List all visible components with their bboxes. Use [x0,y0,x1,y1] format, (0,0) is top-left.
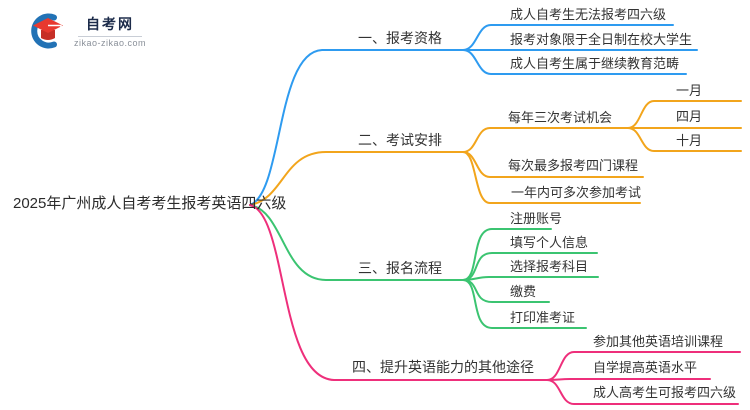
branch-3-child-3: 选择报考科目 [510,259,589,274]
branch-3-label: 三、报名流程 [358,260,442,276]
branch-1-label: 一、报考资格 [358,30,442,46]
branch-2-child-2: 每次最多报考四门课程 [508,158,639,173]
branch-4-child-2-underline [546,378,711,381]
site-name: 自考网 [86,16,135,32]
logo-divider [78,36,143,37]
branch-4-connector [249,204,548,381]
branch-2-child-3-underline [462,151,641,204]
branch-2-label: 二、考试安排 [358,132,442,148]
graduation-cap-icon [31,13,63,49]
branch-1-child-2: 报考对象限于全日制在校大学生 [510,32,693,47]
branch-4-child-1: 参加其他英语培训课程 [593,334,724,349]
branch-4-label: 四、提升英语能力的其他途径 [352,359,534,375]
site-logo-text: 自考网 zikao-zikao.com [74,14,146,48]
branch-3-child-2: 填写个人信息 [510,235,589,250]
branch-3-child-4-underline [462,279,550,303]
branch-1-child-3: 成人自考生属于继续教育范畴 [510,56,680,71]
site-url: zikao-zikao.com [74,38,147,48]
branch-4-child-2: 自学提高英语水平 [593,360,698,375]
branch-2-month-3-underline [627,127,742,152]
branch-4-child-3: 成人高考生可报考四六级 [593,385,737,400]
branch-1-connector [249,49,464,206]
branch-2-child-3: 一年内可多次参加考试 [511,185,642,200]
branch-2-month-1: 一月 [676,83,703,98]
branch-3-child-3-underline [462,276,599,281]
branch-1-child-1: 成人自考生无法报考四六级 [510,7,667,22]
branch-3-child-5: 打印准考证 [510,310,576,325]
root-node: 2025年广州成人自考考生报考英语四六级 [13,195,287,212]
branch-3-connector [249,204,464,281]
branch-1-child-3-underline [462,49,687,75]
branch-4-child-3-underline [546,379,739,405]
branch-2-connector [249,151,464,206]
site-logo[interactable]: 自考网 zikao-zikao.com [28,10,146,52]
branch-3-child-4: 缴费 [510,284,537,299]
branch-3-child-5-underline [462,279,587,329]
branch-3-child-1: 注册账号 [510,211,563,226]
branch-2-child-1: 每年三次考试机会 [508,110,613,125]
branch-2-child-1-underline [462,127,629,153]
branch-2-month-2: 四月 [676,109,703,124]
branch-2-month-3: 十月 [676,133,703,148]
